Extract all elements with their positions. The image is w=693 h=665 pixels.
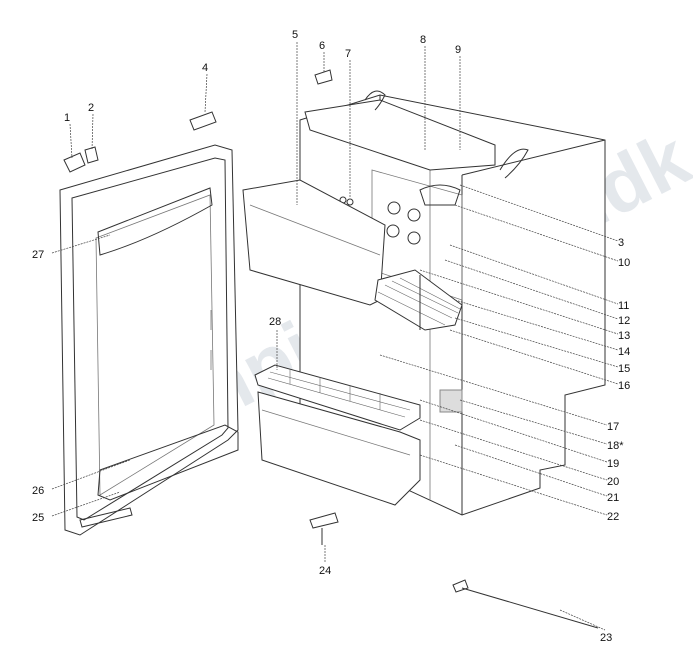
label-6: 6 [319, 40, 325, 52]
vegetable-drawer [257, 391, 421, 506]
label-16: 16 [618, 380, 630, 392]
hinge-cover-4 [189, 111, 217, 131]
label-20: 20 [607, 476, 619, 488]
label-28: 28 [269, 316, 281, 328]
hinge-part-1 [63, 152, 86, 173]
wire-shelf [374, 269, 463, 331]
label-18: 18* [607, 440, 624, 452]
label-24: 24 [319, 565, 331, 577]
door [59, 144, 239, 536]
label-25: 25 [32, 512, 44, 524]
label-5: 5 [292, 29, 298, 41]
rod-23-head [452, 579, 469, 593]
hinge-part-6 [314, 69, 333, 85]
label-15: 15 [618, 363, 630, 375]
label-21: 21 [607, 492, 619, 504]
label-17: 17 [607, 421, 619, 433]
label-9: 9 [455, 44, 461, 56]
label-26: 26 [32, 485, 44, 497]
label-2: 2 [88, 102, 94, 114]
hinge-part-2 [84, 146, 99, 164]
crisper-lid [254, 364, 421, 431]
label-23: 23 [600, 632, 612, 644]
hinge-part-24 [309, 512, 339, 529]
label-3: 3 [618, 237, 624, 249]
label-1: 1 [64, 112, 70, 124]
leader-lines [51, 42, 619, 631]
label-14: 14 [618, 346, 630, 358]
label-13: 13 [618, 330, 630, 342]
label-7: 7 [345, 48, 351, 60]
rating-plate [439, 389, 463, 413]
part-labels: 1 2 3 4 5 6 7 8 9 10 11 12 13 14 15 16 1… [32, 29, 630, 644]
control-panel [304, 99, 496, 171]
label-19: 19 [607, 458, 619, 470]
label-8: 8 [420, 34, 426, 46]
label-4: 4 [202, 62, 208, 74]
rod-23 [461, 587, 599, 629]
label-10: 10 [618, 257, 630, 269]
label-11: 11 [618, 300, 629, 312]
label-22: 22 [607, 511, 619, 523]
label-27: 27 [32, 249, 44, 261]
label-12: 12 [618, 315, 630, 327]
